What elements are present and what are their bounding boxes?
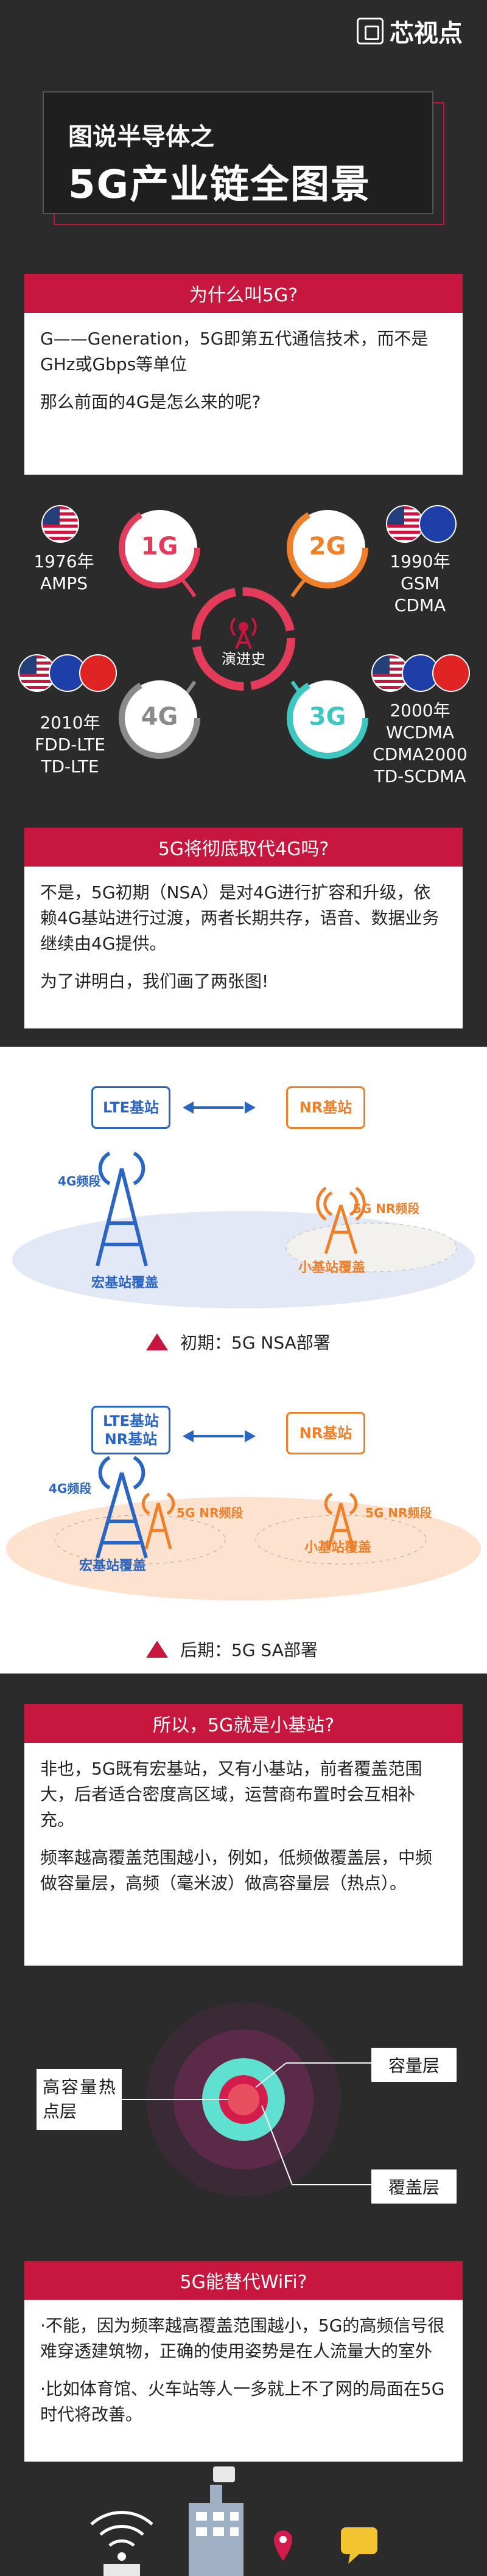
sa-caption: 后期：5G SA部署 bbox=[146, 1637, 318, 1661]
chat-bubble-icon bbox=[341, 2527, 377, 2564]
g1-info: 1976年 AMPS bbox=[33, 551, 94, 593]
badge-label-3g: 3G bbox=[309, 703, 346, 731]
coverage-layer-label: 覆盖层 bbox=[371, 2169, 457, 2204]
antenna-icon bbox=[230, 617, 257, 649]
macro-coverage-label: 宏基站覆盖 bbox=[79, 1559, 147, 1574]
us-flag-icon bbox=[41, 505, 79, 543]
deployment-diagrams: LTE基站 NR基站 4G频段 5G NR频段 宏基站覆盖 小基站覆盖 初期：5… bbox=[0, 1047, 487, 1674]
lte-tower-icon bbox=[96, 1456, 148, 1559]
bottom-illustration bbox=[90, 2466, 377, 2576]
title-line2: 5G产业链全图景 bbox=[68, 162, 371, 208]
paragraph: 那么前面的4G是怎么来的呢? bbox=[40, 392, 261, 412]
paragraph: 非也，5G既有宏基站，又有小基站，前者覆盖范围大，后者适合密度高区域，运营商布置… bbox=[40, 1759, 422, 1830]
paragraph: 频率越高覆盖范围越小，例如，低频做覆盖层，中频做容量层，高频（毫米波）做高容量层… bbox=[40, 1848, 433, 1893]
sa-diagram bbox=[6, 1430, 481, 1600]
title-box: 图说半导体之 5G产业链全图景 bbox=[43, 91, 444, 225]
lte-station-box: LTE基站 bbox=[91, 1086, 170, 1129]
cn-flag-icon bbox=[79, 654, 117, 692]
badge-label-1g: 1G bbox=[141, 532, 178, 560]
brand-name: 芯视点 bbox=[390, 19, 463, 47]
small-coverage-label: 小基站覆盖 bbox=[304, 1540, 372, 1555]
cn-flag-icon bbox=[432, 654, 470, 692]
g3-info: 2000年 WCDMA CDMA2000 TD-SCDMA bbox=[373, 700, 468, 786]
band-5g-label: 5G NR频段 bbox=[177, 1506, 244, 1520]
center-ring bbox=[192, 587, 295, 691]
location-pin-icon bbox=[273, 2530, 292, 2561]
capacity-layer-label: 容量层 bbox=[371, 2048, 457, 2082]
nr-tower-icon bbox=[141, 1492, 175, 1549]
nr-tower-icon bbox=[316, 1186, 366, 1254]
band-4g-label: 4G频段 bbox=[49, 1481, 92, 1496]
chip-icon bbox=[357, 18, 384, 44]
section-why-5g: 为什么叫5G? G——Generation，5G即第五代通信技术，而不是GHz或… bbox=[24, 274, 463, 475]
evolution-diagram bbox=[119, 507, 368, 759]
nr-station-box: NR基站 bbox=[286, 1412, 365, 1454]
g2-info: 1990年 GSM CDMA bbox=[390, 551, 450, 615]
paragraph: 不是，5G初期（NSA）是对4G进行扩容和升级，依赖4G基站进行过渡，两者长期共… bbox=[40, 882, 440, 954]
lte-nr-station-box: LTE基站 NR基站 bbox=[91, 1406, 170, 1454]
g4-info: 2010年 FDD-LTE TD-LTE bbox=[35, 713, 105, 777]
center-label: 演进史 bbox=[222, 651, 265, 668]
section-small-cells: 所以，5G就是小基站? 非也，5G既有宏基站，又有小基站，前者覆盖范围大，后者适… bbox=[24, 1704, 463, 1966]
triangle-icon bbox=[146, 1333, 168, 1350]
nsa-caption: 初期：5G NSA部署 bbox=[146, 1330, 331, 1354]
brand-logo: 芯视点 bbox=[357, 13, 463, 49]
badge-1g bbox=[122, 510, 197, 585]
nsa-diagram bbox=[12, 1101, 475, 1308]
badge-4g bbox=[122, 680, 197, 756]
band-5g-label: 5G NR频段 bbox=[353, 1201, 420, 1216]
paragraph: 为了讲明白，我们画了两张图! bbox=[40, 971, 269, 991]
paragraph: ·不能，因为频率越高覆盖范围越小，5G的高频信号很难穿透建筑物，正确的使用姿势是… bbox=[40, 2316, 445, 2361]
small-coverage-ellipse bbox=[286, 1223, 457, 1272]
section-header: 为什么叫5G? bbox=[24, 274, 463, 313]
badge-label-2g: 2G bbox=[309, 532, 346, 560]
hot-layer-label: 高容量热点层 bbox=[37, 2069, 122, 2130]
small-coverage-label: 小基站覆盖 bbox=[298, 1260, 366, 1276]
title-line1: 图说半导体之 bbox=[68, 123, 214, 151]
badge-label-4g: 4G bbox=[141, 703, 178, 731]
paragraph: G——Generation，5G即第五代通信技术，而不是GHz或Gbps等单位 bbox=[40, 329, 429, 374]
triangle-icon bbox=[146, 1641, 168, 1658]
us-flag-icon bbox=[386, 505, 424, 543]
nr-tower-icon bbox=[324, 1492, 358, 1549]
nr-station-box: NR基站 bbox=[286, 1086, 365, 1129]
signal-bubble-icon bbox=[213, 2466, 235, 2482]
section-header: 所以，5G就是小基站? bbox=[24, 1704, 463, 1743]
band-4g-label: 4G频段 bbox=[58, 1174, 101, 1189]
section-wifi: 5G能替代WiFi? ·不能，因为频率越高覆盖范围越小，5G的高频信号很难穿透建… bbox=[24, 2261, 463, 2462]
building-icon bbox=[189, 2485, 244, 2576]
badge-3g bbox=[290, 680, 365, 756]
section-header: 5G能替代WiFi? bbox=[24, 2261, 463, 2300]
badge-2g bbox=[290, 510, 365, 585]
lte-tower-icon bbox=[96, 1151, 148, 1266]
wifi-icon bbox=[90, 2511, 153, 2547]
paragraph: ·比如体育馆、火车站等人一多就上不了网的局面在5G时代将改善。 bbox=[40, 2379, 445, 2424]
section-replace-4g: 5G将彻底取代4G吗? 不是，5G初期（NSA）是对4G进行扩容和升级，依赖4G… bbox=[24, 828, 463, 1028]
section-header: 5G将彻底取代4G吗? bbox=[24, 828, 463, 867]
band-5g-label: 5G NR频段 bbox=[365, 1506, 432, 1520]
macro-coverage-label: 宏基站覆盖 bbox=[91, 1276, 159, 1291]
eu-flag-icon bbox=[419, 505, 457, 543]
layers-diagram bbox=[122, 2002, 371, 2197]
